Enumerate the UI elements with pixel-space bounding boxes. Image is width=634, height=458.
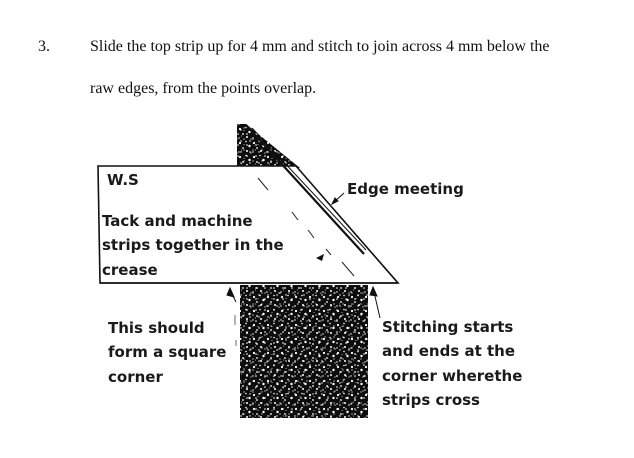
tack-line-1: Tack and machine — [102, 212, 253, 230]
corner-arrow — [226, 286, 237, 303]
square-corner-line-3: corner — [108, 368, 163, 386]
ws-label: W.S — [107, 171, 139, 189]
stitching-line-1: Stitching starts — [382, 318, 514, 336]
edge-line-outer — [245, 124, 365, 255]
tack-arrow — [316, 254, 324, 261]
step-number: 3. — [38, 38, 50, 55]
edge-line-inner — [251, 127, 367, 251]
tack-line-2: strips together in the — [102, 236, 284, 254]
square-corner-line-1: This should — [108, 319, 205, 337]
stitching-line-4: strips cross — [382, 391, 480, 409]
edge-meeting-label: Edge meeting — [347, 180, 464, 198]
edge-arrow — [330, 192, 345, 206]
stitch-marks — [257, 177, 355, 277]
square-corner-line-2: form a square — [108, 343, 227, 361]
instruction-line-2: raw edges, from the points overlap. — [90, 80, 317, 97]
tack-line-3: crease — [102, 261, 158, 279]
stitching-line-2: and ends at the — [382, 342, 516, 360]
instruction-line-1: Slide the top strip up for 4 mm and stit… — [90, 38, 550, 55]
stitch-arrow — [369, 285, 381, 319]
lower-strip — [240, 285, 368, 418]
stitching-line-3: corner wherethe — [382, 367, 523, 385]
